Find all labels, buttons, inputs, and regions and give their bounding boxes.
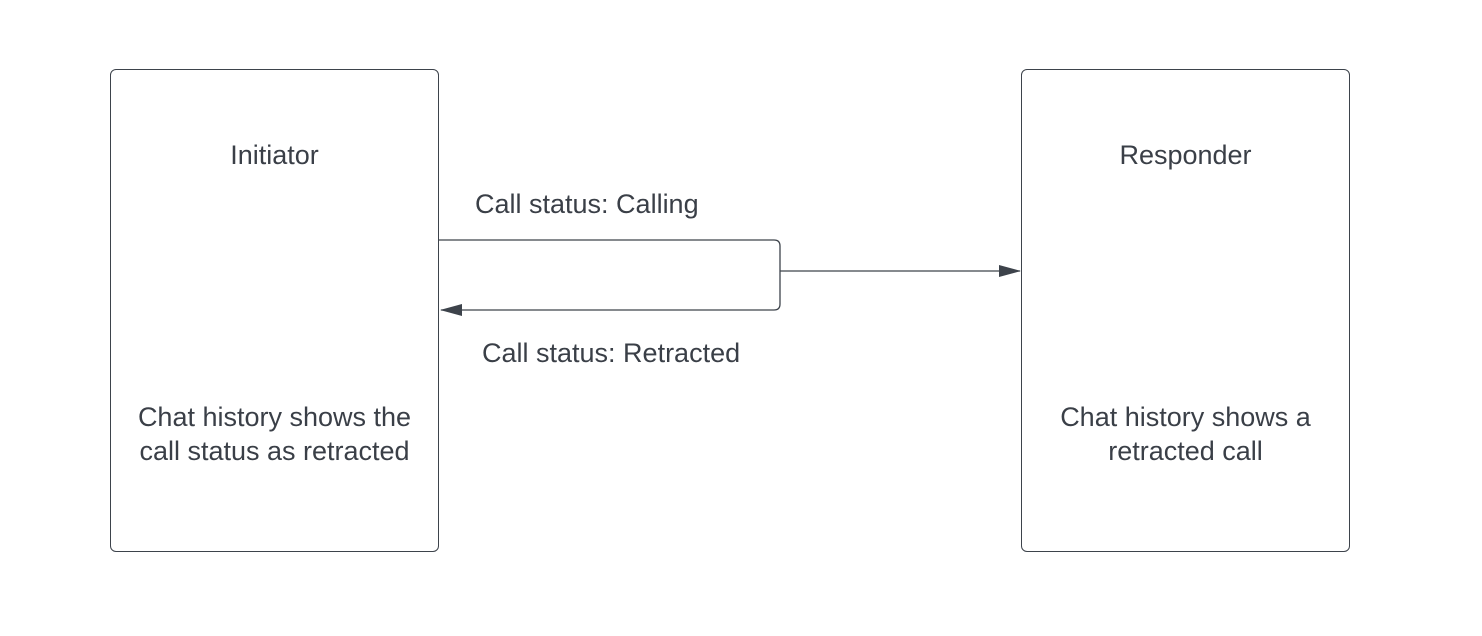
responder-box: Responder Chat history shows a retracted… [1021, 69, 1350, 552]
initiator-note: Chat history shows the call status as re… [137, 402, 412, 466]
call-bracket-connector [439, 239, 781, 316]
responder-title: Responder [1119, 140, 1252, 170]
call-status-retracted-label: Call status: Retracted [482, 338, 741, 368]
call-status-calling-label: Call status: Calling [475, 189, 699, 219]
initiator-title: Initiator [230, 140, 319, 170]
responder-note: Chat history shows a retracted call [1060, 402, 1311, 466]
initiator-box: Initiator Chat history shows the call st… [110, 69, 439, 552]
